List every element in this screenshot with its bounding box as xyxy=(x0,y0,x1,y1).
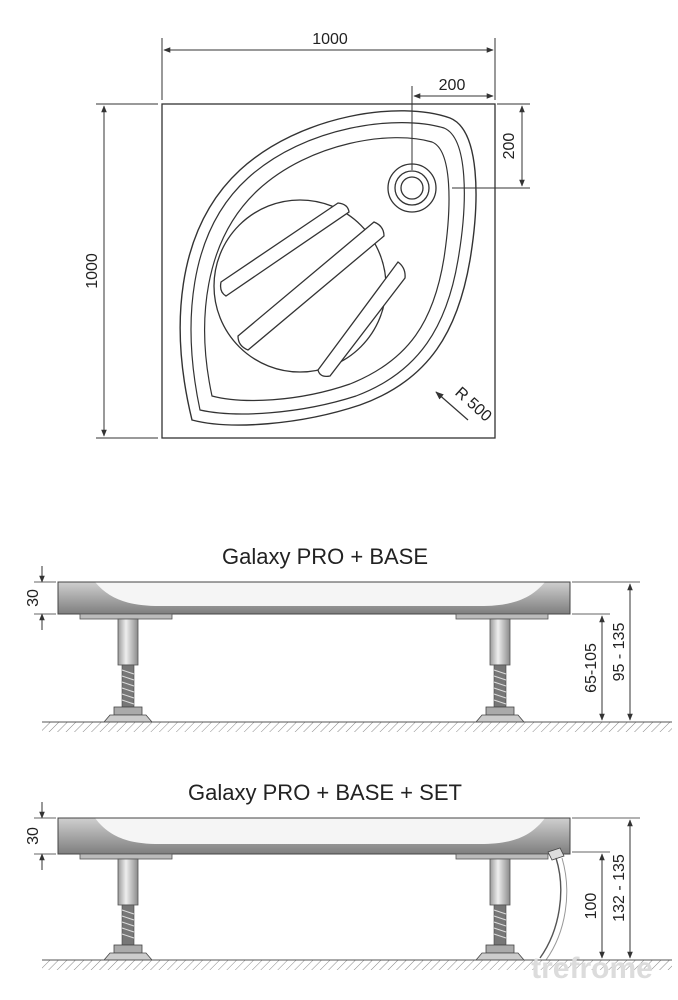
leg-left xyxy=(103,618,153,723)
front-panel xyxy=(539,847,568,961)
dim-drain-y-label: 200 xyxy=(501,133,518,160)
side-1-dim-total: 95 - 135 xyxy=(611,623,628,682)
side-2-dim-legs: 100 xyxy=(583,893,600,920)
side-2-dim-thickness: 30 xyxy=(25,827,42,845)
drain-icon xyxy=(387,163,437,213)
leg-right-2 xyxy=(475,858,525,961)
side-1-dim-thickness: 30 xyxy=(25,589,42,607)
watermark: trefrome xyxy=(531,952,653,985)
side-2-dim-total: 132 - 135 xyxy=(611,854,628,922)
side-1-dim-legs: 65-105 xyxy=(583,643,600,693)
dim-line-radius xyxy=(435,391,469,421)
leg-right xyxy=(475,618,525,723)
antislip-stripes xyxy=(219,202,406,378)
tray-rim-outer xyxy=(179,110,477,426)
tray-rim-mid xyxy=(190,122,465,415)
side-view-base: Galaxy PRO + BASE 30 xyxy=(25,544,672,732)
side-view-2-title: Galaxy PRO + BASE + SET xyxy=(188,780,462,805)
side-view-1-title: Galaxy PRO + BASE xyxy=(222,544,428,569)
leg-left-2 xyxy=(103,858,153,961)
dim-width-label: 1000 xyxy=(312,31,348,48)
dim-drain-x-label: 200 xyxy=(439,77,466,94)
top-view: 1000 200 200 1000 R 500 xyxy=(84,31,530,439)
side-view-base-set: Galaxy PRO + BASE + SET xyxy=(25,780,672,970)
floor-hatch-2 xyxy=(42,960,672,970)
tray-basin xyxy=(204,137,450,402)
floor-hatch xyxy=(42,722,672,732)
dim-height-label: 1000 xyxy=(84,253,101,289)
